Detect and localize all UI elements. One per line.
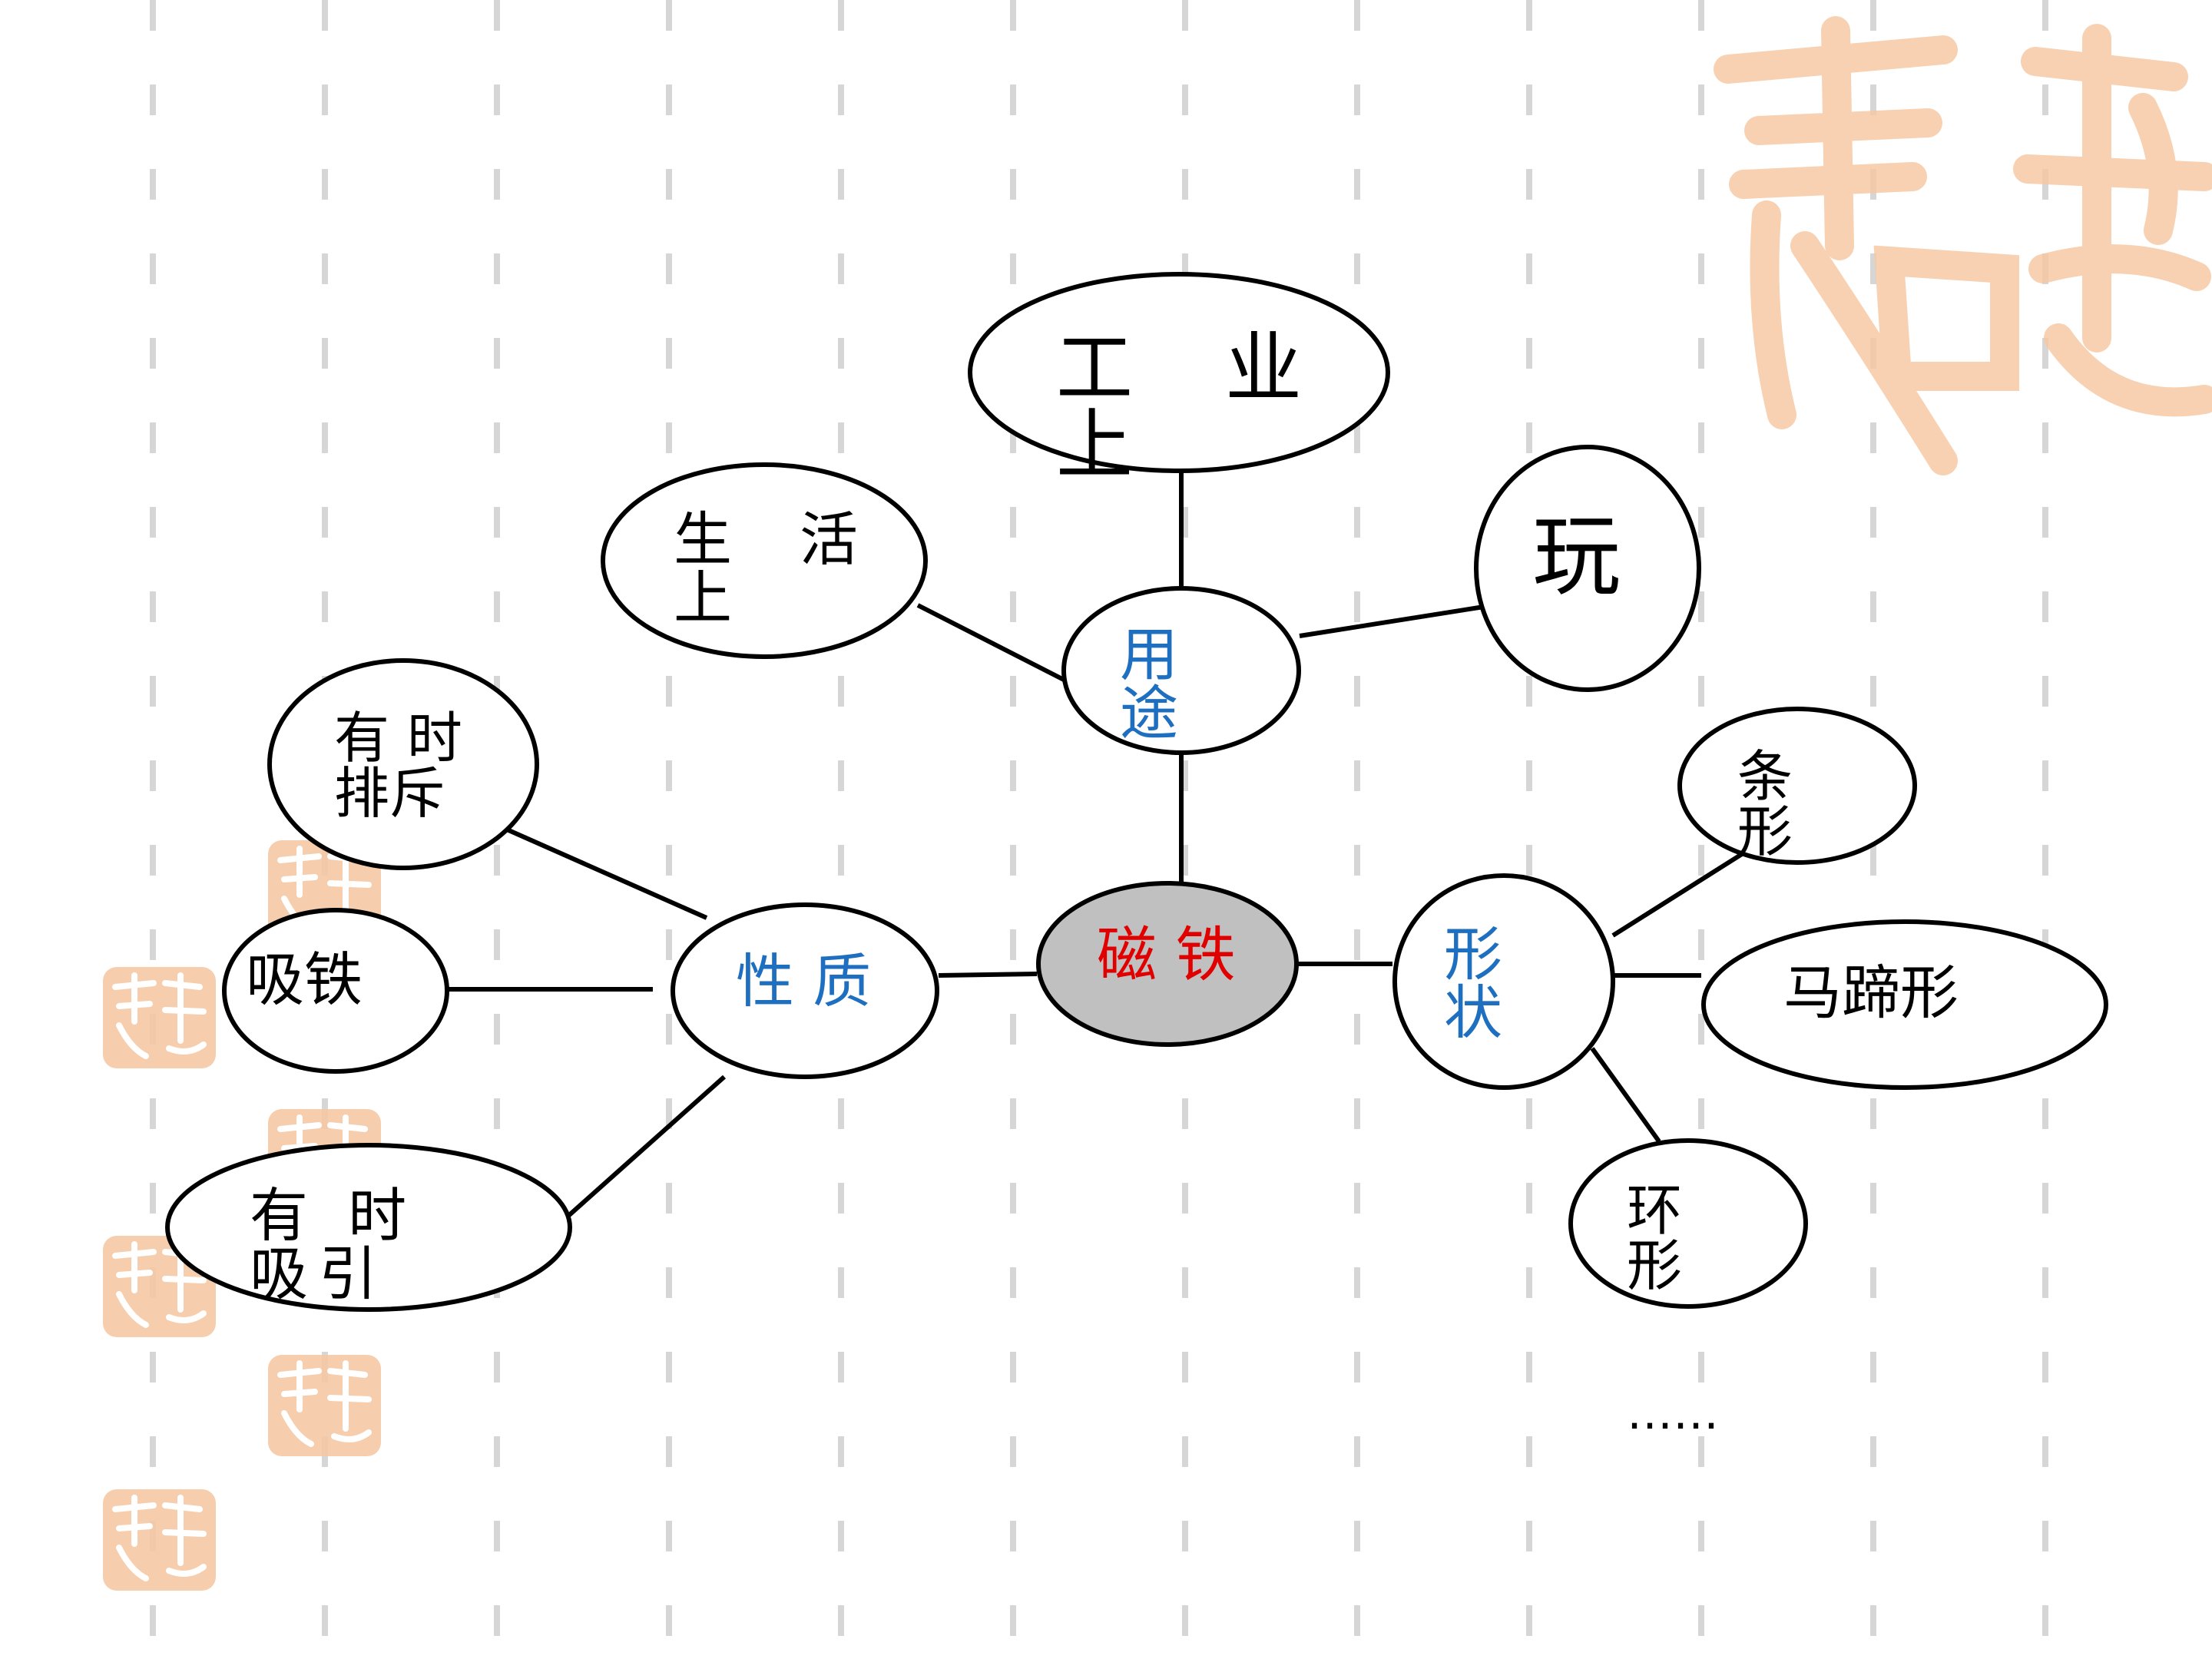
- attract-iron-label: 吸铁: [246, 945, 363, 1014]
- auspicious-calligraphy-icon: [1714, 16, 2212, 475]
- horseshoe-label: 马蹄形: [1783, 959, 1959, 1027]
- usage-label: 用途: [1120, 621, 1178, 747]
- node-property[interactable]: [671, 902, 939, 1079]
- edge-usage-play: [1299, 604, 1485, 638]
- attract-label: 有 时 吸引: [250, 1181, 447, 1308]
- seal-icon: [103, 1489, 216, 1591]
- bar-label: 条形: [1737, 744, 1793, 864]
- life-label: 生 活上: [674, 505, 863, 632]
- node-repel[interactable]: [267, 658, 539, 870]
- edge-center-property: [938, 972, 1038, 978]
- edge-shape-ring: [1590, 1047, 1661, 1143]
- node-usage[interactable]: [1061, 586, 1301, 755]
- node-center-magnet[interactable]: [1036, 881, 1299, 1047]
- industry-label: 工 业上: [1056, 323, 1310, 490]
- property-label: 性 质: [736, 947, 872, 1015]
- node-play[interactable]: [1474, 445, 1701, 692]
- node-industry[interactable]: [968, 272, 1390, 473]
- node-attract-iron[interactable]: [222, 908, 449, 1074]
- play-label: 玩: [1532, 505, 1621, 608]
- node-attract[interactable]: [165, 1143, 572, 1312]
- center-label: 磁 铁: [1097, 921, 1236, 990]
- node-shape[interactable]: [1392, 873, 1615, 1090]
- seal-icon: [268, 1355, 381, 1456]
- edge-shape-bar: [1611, 852, 1743, 938]
- node-bar[interactable]: [1677, 707, 1917, 865]
- ellipsis-label: ……: [1627, 1386, 1719, 1440]
- edge-usage-life: [916, 603, 1065, 682]
- node-life[interactable]: [601, 462, 928, 659]
- seal-icon: [103, 967, 216, 1068]
- ring-label: 环形: [1627, 1178, 1683, 1298]
- node-horseshoe[interactable]: [1701, 919, 2108, 1090]
- shape-label: 形状: [1444, 920, 1502, 1047]
- node-ring[interactable]: [1568, 1138, 1808, 1309]
- edge-property-repel: [505, 827, 708, 920]
- repel-label: 有 时排斥: [334, 706, 462, 826]
- edges: [447, 472, 1743, 1218]
- edge-property-attract: [567, 1075, 726, 1218]
